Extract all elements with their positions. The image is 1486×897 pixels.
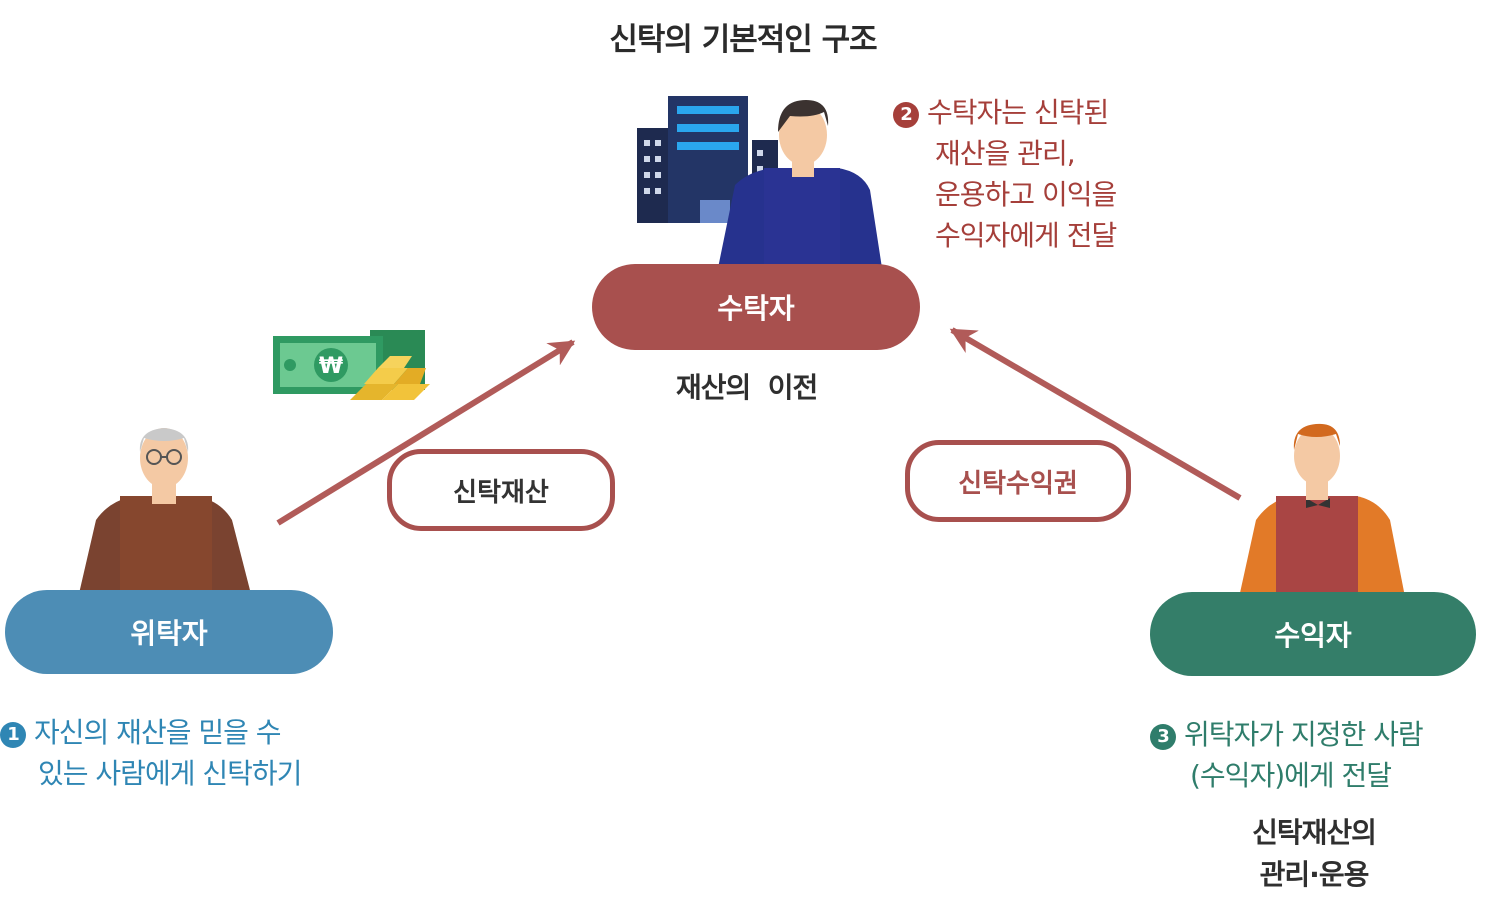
trustee-note: 2 수탁자는 신탁된 재산을 관리, 운용하고 이익을 수익자에게 전달 xyxy=(893,92,1117,256)
trust-property-tag: 신탁재산 xyxy=(387,449,615,531)
trustee-note-line: 수익자에게 전달 xyxy=(935,219,1117,252)
trustee-note-line: 운용하고 이익을 xyxy=(935,178,1117,211)
trustee-note-line: 수탁자는 신탁된 xyxy=(927,96,1109,129)
transfer-caption: 재산의 이전 xyxy=(676,371,818,404)
settlor-note-line: 있는 사람에게 신탁하기 xyxy=(38,757,302,790)
money-gold-icon: ₩ xyxy=(273,330,430,400)
trust-property-label: 신탁재산 xyxy=(453,477,549,508)
beneficiary-note: 3 위탁자가 지정한 사람 (수익자)에게 전달 xyxy=(1150,714,1424,796)
beneficiary-node: 수익자 xyxy=(1150,592,1476,676)
beneficiary-note-number: 3 xyxy=(1150,724,1176,750)
arrow-beneficiary-to-trustee xyxy=(949,327,1242,501)
trustee-note-number: 2 xyxy=(893,102,919,128)
beneficiary-note-line: 위탁자가 지정한 사람 xyxy=(1184,718,1424,751)
trustee-node-label: 수탁자 xyxy=(717,292,795,325)
settlor-node-label: 위탁자 xyxy=(130,617,208,650)
settlor-person-icon xyxy=(78,428,252,598)
won-sign: ₩ xyxy=(319,354,343,379)
trustee-node: 수탁자 xyxy=(592,264,920,350)
settlor-note-line: 자신의 재산을 믿을 수 xyxy=(34,716,282,749)
beneficiary-node-label: 수익자 xyxy=(1274,619,1352,652)
arrow-settlor-to-trustee xyxy=(276,339,576,526)
trustee-note-line: 재산을 관리, xyxy=(935,137,1076,170)
beneficiary-note-line: (수익자)에게 전달 xyxy=(1190,759,1392,792)
management-caption-line2: 관리·운용 xyxy=(1259,858,1370,891)
building-icon xyxy=(637,96,778,223)
settlor-node: 위탁자 xyxy=(5,590,333,674)
beneficiary-person-icon xyxy=(1238,423,1406,602)
beneficial-right-tag: 신탁수익권 xyxy=(905,440,1131,522)
trustee-person-icon xyxy=(718,100,882,268)
diagram-title: 신탁의 기본적인 구조 xyxy=(609,22,877,58)
management-caption: 신탁재산의 관리·운용 xyxy=(1244,812,1384,896)
settlor-note-number: 1 xyxy=(0,722,26,748)
settlor-note: 1 자신의 재산을 믿을 수 있는 사람에게 신탁하기 xyxy=(0,712,302,794)
management-caption-line1: 신탁재산의 xyxy=(1252,816,1377,849)
beneficial-right-label: 신탁수익권 xyxy=(958,468,1078,499)
